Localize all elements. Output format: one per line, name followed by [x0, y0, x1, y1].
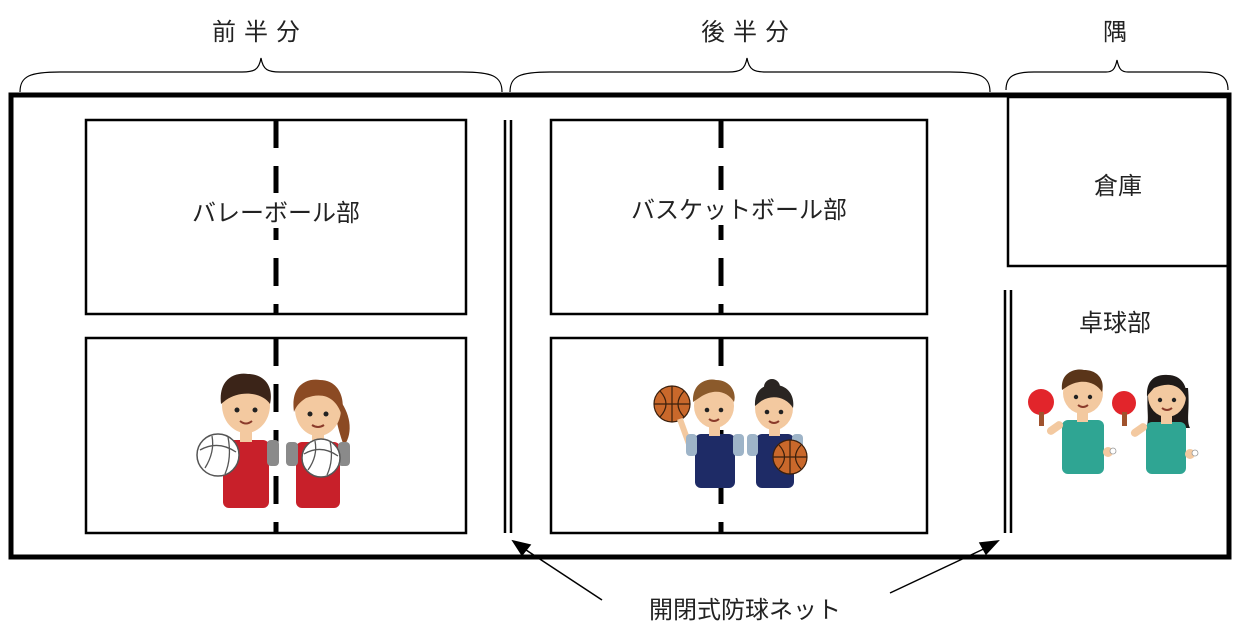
table-tennis-area-label: 卓球部: [1079, 309, 1151, 337]
arrow-line-right: [889, 545, 991, 594]
basketball-area-label: バスケットボール部: [596, 190, 882, 225]
callout-arrows: [511, 539, 1000, 601]
basketball-court-upper: [549, 118, 929, 316]
section-label-corner: 隅: [1103, 18, 1127, 46]
storage-room: [1006, 95, 1230, 268]
arrow-head-right: [978, 540, 1000, 556]
net-front-back: [503, 120, 513, 533]
section-label-front-half: 前半分: [212, 18, 308, 46]
volleyball-player-girl-icon: [286, 379, 350, 508]
basketball-player-girl-icon: [747, 379, 808, 488]
volleyball-players-icon: [196, 373, 350, 508]
arrow-head-left: [511, 539, 532, 557]
table-tennis-players-icon: [1028, 369, 1199, 474]
volleyball-player-boy-icon: [196, 373, 279, 508]
basketball-court-lower: [549, 336, 929, 535]
basketball-player-boy-icon: [653, 379, 744, 488]
brace-corner: [1005, 59, 1229, 91]
gym-outer-wall: [8, 92, 1232, 560]
storage-label: 倉庫: [1094, 172, 1142, 200]
section-label-back-half: 後半分: [701, 18, 797, 46]
brace-front-half: [19, 57, 503, 93]
net-corner: [1003, 290, 1013, 533]
table-tennis-player-girl-icon: [1112, 374, 1199, 474]
arrow-line-left: [519, 545, 603, 601]
section-braces: [19, 57, 1229, 93]
table-tennis-player-boy-icon: [1028, 369, 1117, 474]
basketball-players-icon: [653, 379, 808, 488]
brace-back-half: [509, 57, 991, 93]
volleyball-area-label: バレーボール部: [166, 193, 386, 228]
retractable-net-callout: 開閉式防球ネット: [649, 596, 841, 624]
